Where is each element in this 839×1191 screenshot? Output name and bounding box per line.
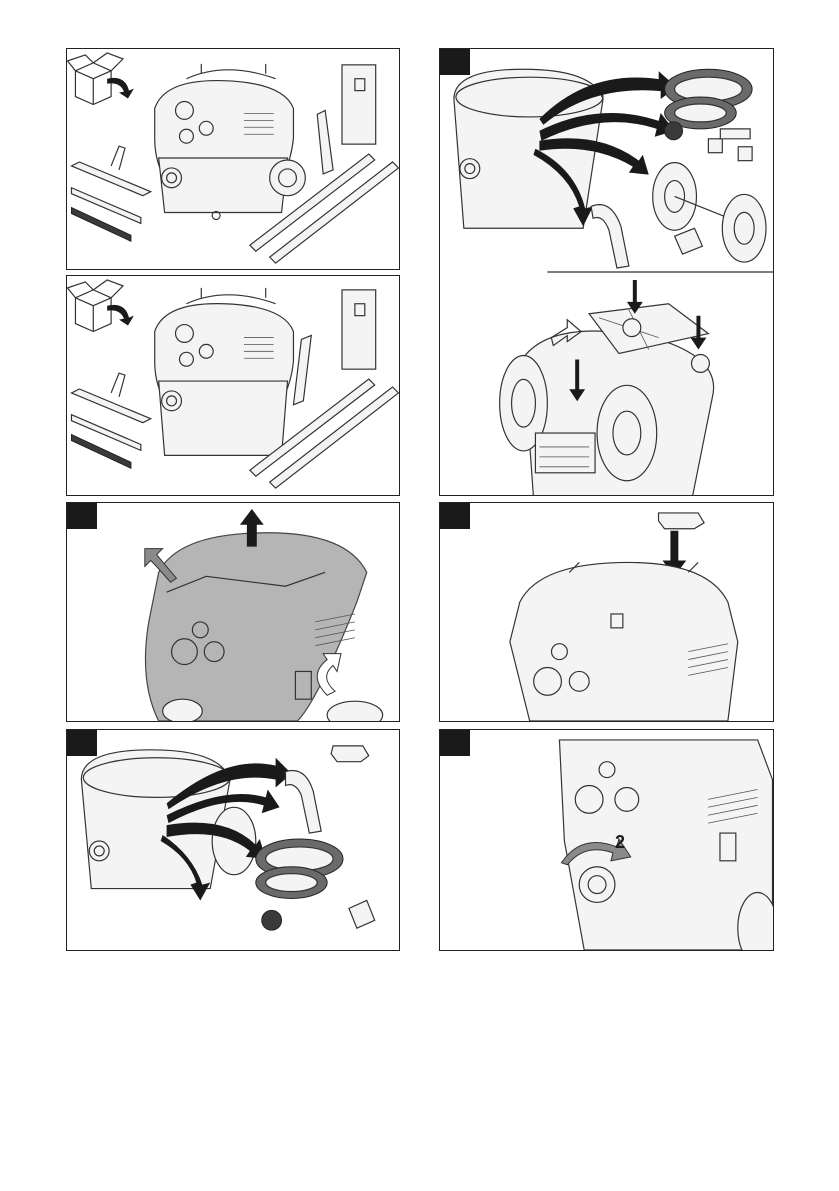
extension-tube-2b: [270, 387, 399, 488]
floor-nozzle-2: [71, 373, 150, 468]
vacuum-head-top: [510, 562, 738, 721]
filter-bag-1: [342, 65, 376, 144]
tool-holder-1: [720, 129, 750, 139]
panel-accessories: [439, 48, 774, 496]
hose-coil-2: [256, 839, 343, 930]
panel-remove-parts: [66, 729, 400, 951]
box-icon: [68, 53, 134, 105]
panel-unpack-contents-2: [66, 275, 400, 496]
remove-parts-illustration: [67, 730, 399, 950]
wheel-assembly-underside: [500, 304, 714, 495]
vacuum-body-2: [155, 288, 294, 455]
mount-holder-illustration: [440, 503, 773, 721]
panel-open-lid: [66, 502, 400, 722]
step-badge: [440, 49, 470, 75]
adapter-1: [675, 228, 703, 254]
tool-holder-2: [331, 746, 369, 762]
step-number-label: 2: [615, 832, 625, 853]
step-badge: [440, 503, 470, 529]
step-badge: [440, 730, 470, 756]
crevice-nozzle-1: [317, 110, 333, 173]
adapter-2: [349, 900, 375, 928]
unpack-illustration-1: [67, 49, 399, 269]
tool-holder: [659, 513, 705, 529]
bent-tube-2: [286, 771, 322, 834]
connect-hose-illustration: [440, 730, 773, 950]
accessories-illustration: [440, 49, 773, 495]
unpack-illustration-2: [67, 276, 399, 495]
bent-tube: [591, 205, 629, 268]
panel-connect-hose: 2: [439, 729, 774, 951]
vacuum-body-1: [155, 64, 306, 220]
box-icon: [68, 280, 134, 332]
filter-bag-2: [342, 290, 376, 369]
step-badge: [67, 503, 97, 529]
step-badge: [67, 730, 97, 756]
panel-unpack-contents-1: [66, 48, 400, 270]
panel-mount-holder: [439, 502, 774, 722]
vacuum-head-shaded: [145, 533, 366, 721]
wheel-set: [653, 139, 766, 262]
crevice-nozzle-2: [293, 335, 311, 404]
floor-nozzle-1: [71, 146, 150, 241]
open-lid-illustration: [67, 503, 399, 721]
